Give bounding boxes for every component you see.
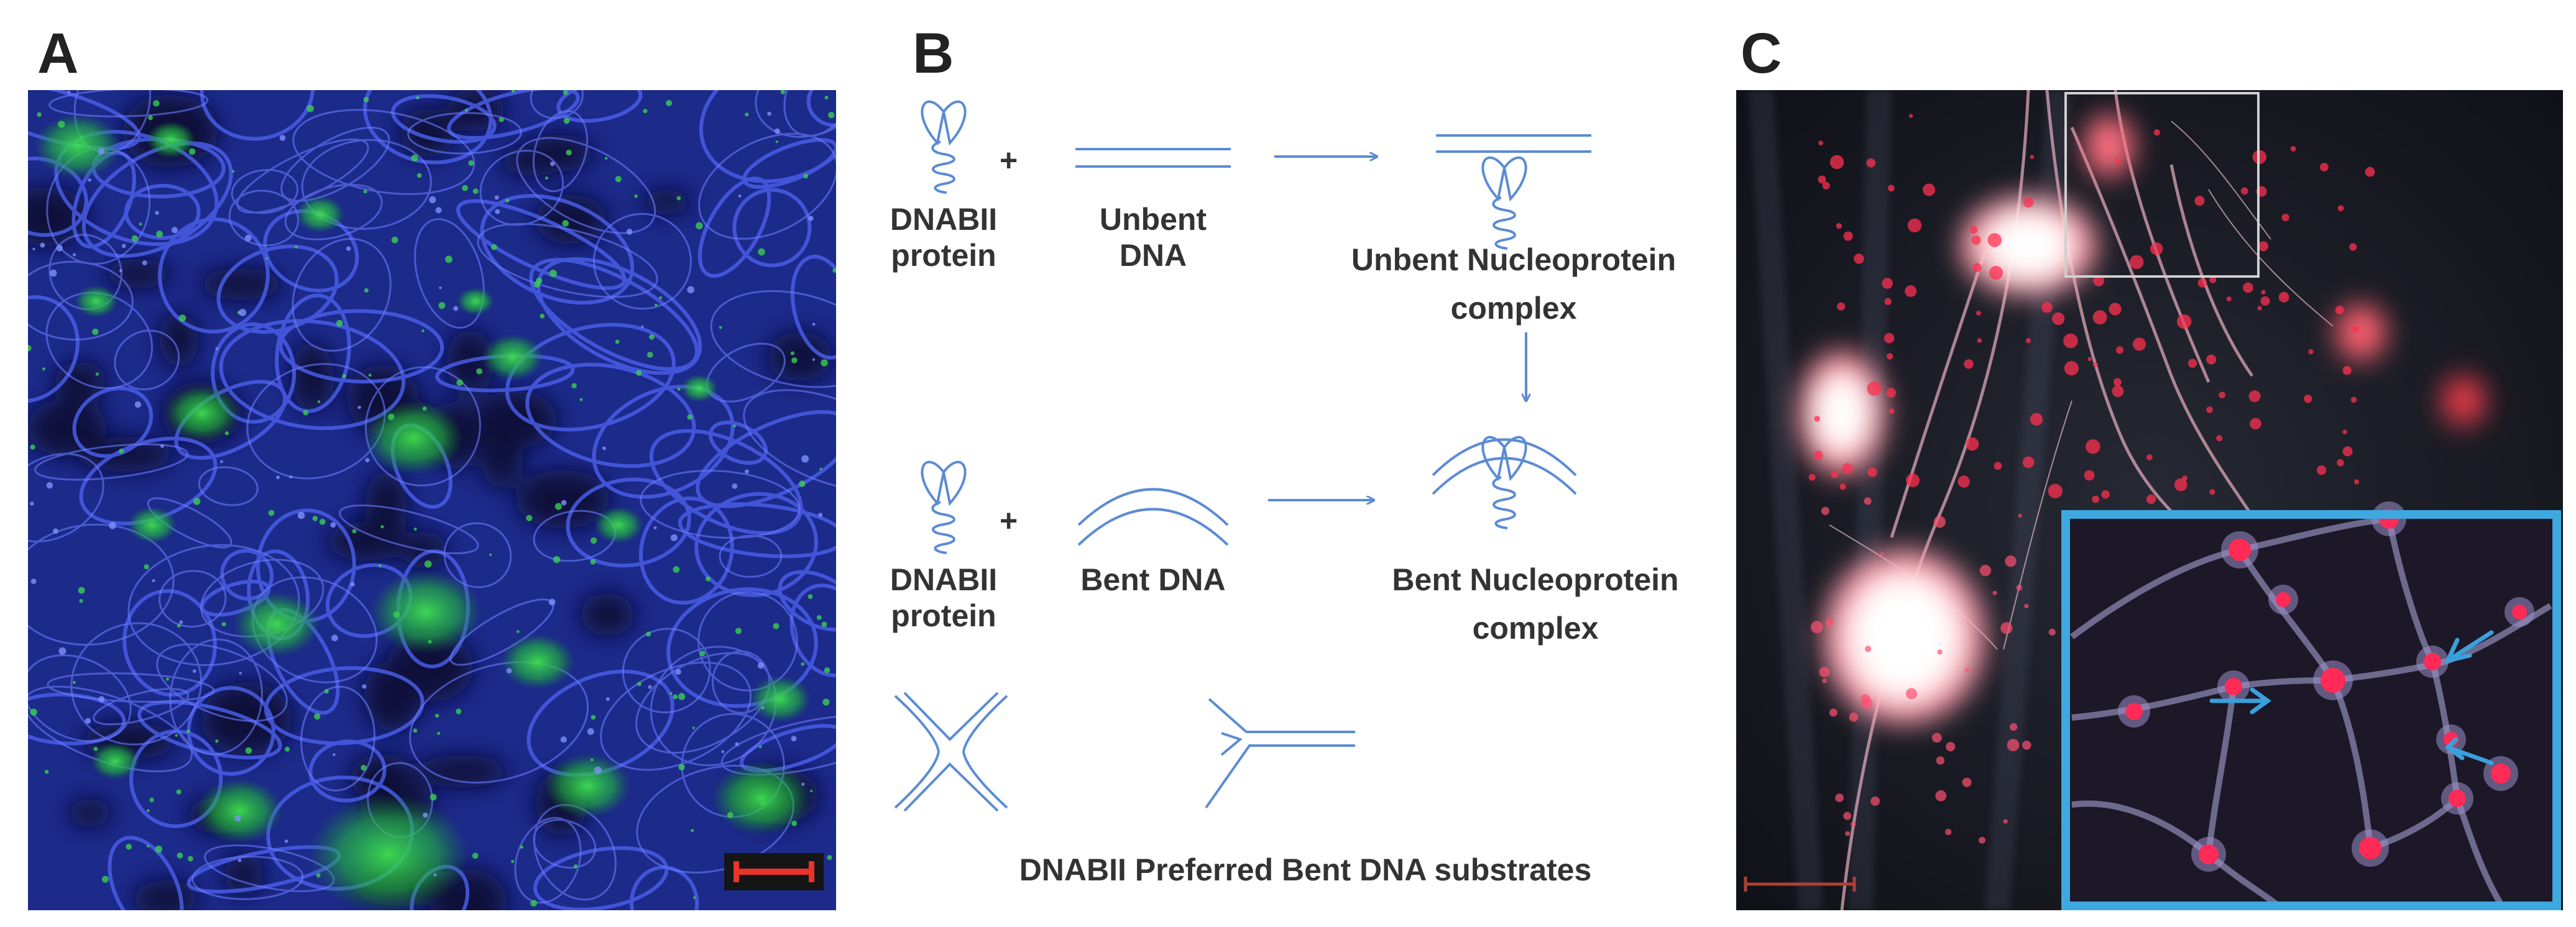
bent-complex-icon: [1432, 436, 1577, 529]
protein-label-row2-line1: DNABII: [890, 562, 997, 597]
inset-arrows: [2209, 630, 2494, 765]
plus-sign-row2: +: [1000, 503, 1018, 538]
unbent-dna-label-line1: Unbent: [1100, 202, 1207, 237]
arrow-icon-1: [2444, 630, 2494, 664]
arrow-icon-3: [2444, 737, 2494, 765]
panel-c-micrograph: [1736, 90, 2563, 910]
bent-complex-label-line2: complex: [1473, 611, 1599, 646]
protein-label-row2-line2: protein: [891, 598, 996, 633]
unbent-dna-label-line2: DNA: [1120, 238, 1187, 273]
arrow-icon-2: [2209, 687, 2271, 715]
protein-label-row1-line1: DNABII: [890, 202, 997, 237]
panel-b-diagram: + DNABII protein Unbent DNA Unbent Nucle…: [876, 87, 1728, 913]
biofilm-image-a: [28, 90, 836, 910]
protein-label-row1-line2: protein: [891, 238, 996, 273]
unbent-complex-icon: [1436, 134, 1591, 250]
biofilm-image-c: [1736, 90, 2563, 910]
bent-dna-icon: [1077, 488, 1229, 546]
magnified-inset: [2061, 501, 2561, 910]
panel-label-a: A: [37, 22, 79, 85]
plus-sign-row1: +: [1000, 143, 1018, 178]
unbent-complex-label-line1: Unbent Nucleoprotein: [1351, 242, 1676, 277]
bent-dna-label: Bent DNA: [1080, 562, 1225, 597]
scale-bar-a: [724, 853, 824, 890]
substrates-caption: DNABII Preferred Bent DNA substrates: [1019, 852, 1592, 887]
panel-a-micrograph: [28, 90, 836, 910]
dnabii-schematic: + DNABII protein Unbent DNA Unbent Nucle…: [890, 100, 1679, 887]
bent-complex-label-line1: Bent Nucleoprotein: [1392, 562, 1678, 597]
protein-icon-row1: [921, 100, 967, 194]
unbent-dna-icon: [1075, 148, 1231, 168]
panel-label-c: C: [1741, 22, 1782, 85]
unbent-complex-label-line2: complex: [1451, 291, 1577, 326]
protein-icon-row2: [921, 460, 967, 554]
replication-fork-icon: [1205, 698, 1355, 809]
panel-label-b: B: [913, 22, 954, 85]
zoom-region-box: [2064, 92, 2260, 278]
holliday-junction-icon: [894, 692, 1008, 812]
scale-bar-c: [1744, 877, 1856, 892]
